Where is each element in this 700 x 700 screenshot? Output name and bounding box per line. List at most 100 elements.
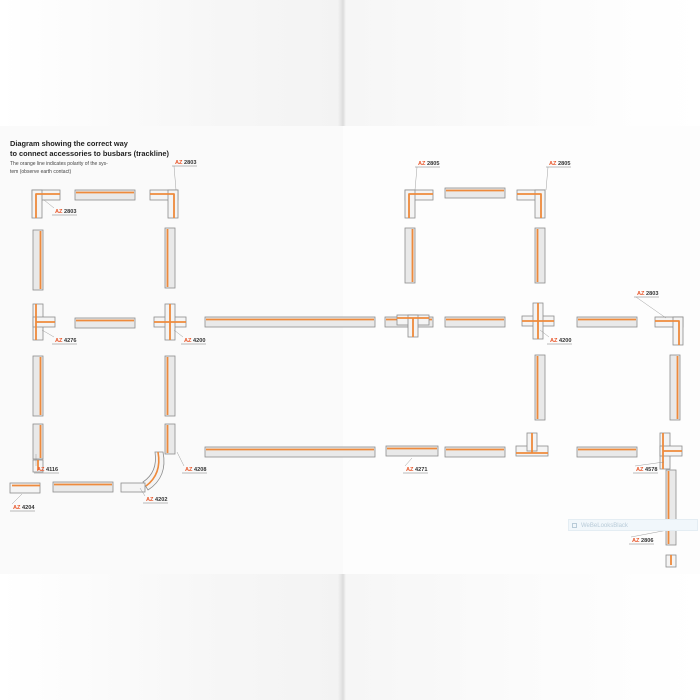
corner-connector xyxy=(672,316,684,346)
cross-connector-polarity xyxy=(154,304,186,340)
busbar-layer xyxy=(32,187,681,546)
corner-connector-polarity xyxy=(655,320,680,345)
straight-connector xyxy=(120,482,146,493)
heading-line-1: Diagram showing the correct way xyxy=(10,139,128,148)
label-leader xyxy=(139,487,146,497)
busbar xyxy=(52,481,114,493)
label-code: 2805 xyxy=(558,161,570,167)
label-prefix: AZ xyxy=(632,538,641,544)
label-code: 4200 xyxy=(559,338,571,344)
note-line-2: tem (observe earth contact) xyxy=(10,169,72,175)
tee-connector-polarity xyxy=(516,433,548,454)
label-code: 4271 xyxy=(415,467,427,473)
busbar xyxy=(164,423,176,455)
corner-connector-polarity xyxy=(150,193,175,218)
tee-connector-polarity xyxy=(662,433,682,469)
busbar xyxy=(32,423,44,460)
heading-line-2: to connect accessories to busbars (track… xyxy=(10,149,169,158)
label-prefix: AZ xyxy=(146,497,155,503)
label-code: 4116 xyxy=(46,467,58,473)
label-leader xyxy=(43,199,55,209)
busbar xyxy=(534,227,546,284)
connector-label: AZ 4271 xyxy=(406,467,427,473)
watermark-text: WeBeLooksBlack xyxy=(581,523,628,529)
corner-connector xyxy=(31,189,43,219)
busbar xyxy=(444,187,506,199)
label-code: 4208 xyxy=(194,467,206,473)
label-prefix: AZ xyxy=(175,160,184,166)
connector-label: AZ 2806 xyxy=(632,538,653,544)
label-leader xyxy=(634,461,665,467)
watermark-icon xyxy=(572,523,577,528)
busbar xyxy=(444,446,506,458)
connector-label: AZ 2803 xyxy=(175,160,196,166)
busbar xyxy=(164,355,176,417)
busbar xyxy=(534,354,546,421)
busbar xyxy=(164,227,176,289)
curve-connector-polarity xyxy=(145,451,160,487)
connector-label: AZ 2805 xyxy=(549,161,570,167)
busbar xyxy=(576,446,638,458)
note-line-1: The orange line indicates polarity of th… xyxy=(10,161,108,167)
label-prefix: AZ xyxy=(636,467,645,473)
busbar xyxy=(204,446,376,458)
label-code: 4276 xyxy=(64,338,76,344)
label-prefix: AZ xyxy=(550,338,559,344)
connector-label: AZ 2805 xyxy=(418,161,439,167)
label-leader xyxy=(630,529,669,538)
label-prefix: AZ xyxy=(37,467,46,473)
cross-connector-polarity xyxy=(522,303,554,339)
connector-label: AZ 4200 xyxy=(184,338,205,344)
label-code: 4578 xyxy=(645,467,657,473)
busbar xyxy=(204,316,376,328)
connector-label: AZ 2803 xyxy=(55,209,76,215)
label-leader xyxy=(635,296,667,319)
label-prefix: AZ xyxy=(184,338,193,344)
label-leader xyxy=(11,493,23,505)
busbar xyxy=(576,316,638,328)
label-prefix: AZ xyxy=(13,505,22,511)
corner-connector xyxy=(404,189,416,219)
busbar xyxy=(444,316,506,328)
curve-connector xyxy=(142,451,165,491)
label-prefix: AZ xyxy=(55,338,64,344)
connector-label: AZ 4116 xyxy=(37,467,58,473)
busbar xyxy=(74,189,136,201)
label-code: 4200 xyxy=(193,338,205,344)
label-code: 4204 xyxy=(22,505,35,511)
label-leader xyxy=(41,329,55,338)
watermark: WeBeLooksBlack xyxy=(568,519,698,531)
label-leader xyxy=(545,166,549,191)
connector-layer xyxy=(9,189,684,568)
label-code: 2803 xyxy=(646,291,658,297)
corner-connector xyxy=(534,189,546,219)
label-leader xyxy=(173,165,177,191)
connector-label: AZ 4204 xyxy=(13,505,35,511)
busbar xyxy=(665,469,677,546)
busbar xyxy=(32,355,44,417)
connector-label: AZ 2803 xyxy=(637,291,658,297)
label-leader xyxy=(404,457,413,467)
label-prefix: AZ xyxy=(55,209,64,215)
label-prefix: AZ xyxy=(185,467,194,473)
label-prefix: AZ xyxy=(406,467,415,473)
connector-label: AZ 4578 xyxy=(636,467,657,473)
label-prefix: AZ xyxy=(637,291,646,297)
busbar xyxy=(669,354,681,421)
tee-connector-polarity xyxy=(35,304,55,340)
busbar xyxy=(404,227,416,284)
corner-connector-polarity xyxy=(517,193,542,218)
label-leader xyxy=(539,329,550,338)
label-code: 4202 xyxy=(155,497,167,503)
label-leader xyxy=(173,329,184,338)
polarity-note: The orange line indicates polarity of th… xyxy=(10,160,140,176)
connector-label: AZ 4200 xyxy=(550,338,571,344)
connector-label: AZ 4202 xyxy=(146,497,167,503)
corner-connector xyxy=(167,189,179,219)
label-code: 2803 xyxy=(184,160,196,166)
busbar xyxy=(74,317,136,329)
label-prefix: AZ xyxy=(549,161,558,167)
